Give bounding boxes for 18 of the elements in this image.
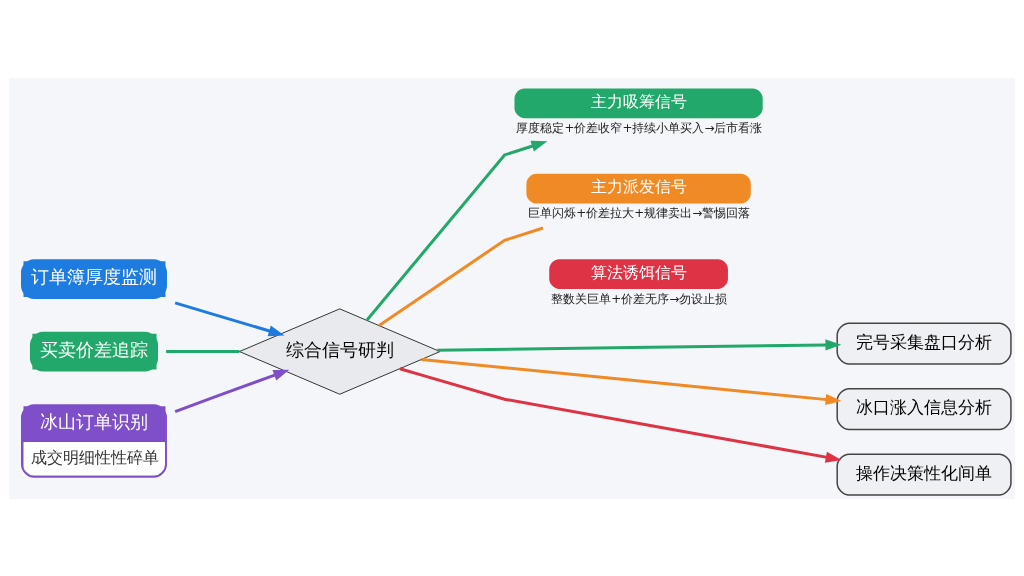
node-box: 完号采集盘口分析 bbox=[836, 322, 1012, 365]
arrow bbox=[174, 369, 290, 413]
node-label: 厚度稳定+价差收窄+持续小单买入→后市看涨 bbox=[516, 120, 763, 135]
node-label: 整数关巨单+价差无序→勿设止损 bbox=[551, 291, 728, 305]
node-label: 巨单闪烁+价差拉大+规律卖出→警惕回落 bbox=[528, 205, 751, 220]
node-box: 算法诱饵信号 bbox=[549, 258, 728, 289]
node-box: 主力派发信号 bbox=[526, 173, 751, 204]
node-diamond: 综合信号研判 bbox=[238, 307, 441, 395]
connector bbox=[378, 226, 544, 327]
connector bbox=[166, 349, 240, 353]
arrow bbox=[365, 140, 548, 321]
arrow bbox=[421, 357, 842, 405]
arrow bbox=[174, 300, 285, 336]
node-box: 操作决策性化间单 bbox=[836, 453, 1012, 496]
arrow bbox=[437, 338, 842, 352]
arrow bbox=[399, 366, 842, 463]
node-box: 主力吸筹信号 bbox=[514, 87, 763, 118]
node-box: 冰口涨入信息分析 bbox=[836, 387, 1012, 430]
